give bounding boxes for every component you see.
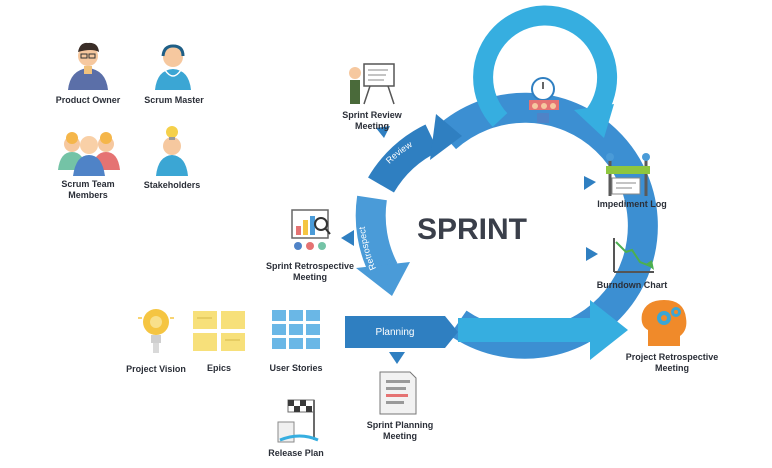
sprint-retrospective-meeting-icon [291, 209, 331, 250]
cycle-label-planning: Planning [376, 327, 415, 338]
user-stories-icon [272, 310, 320, 349]
sprint-review-meeting-icon [349, 63, 395, 105]
daily-scrum-loop [473, 5, 618, 138]
planning-bar [345, 316, 458, 348]
daily-scrum-icon [529, 77, 559, 123]
release-plan-icon [277, 399, 319, 443]
label-stakeholders: Stakeholders [143, 180, 201, 190]
sprint-planning-meeting-icon [379, 371, 417, 415]
planning-bar-shape [345, 316, 458, 348]
label-sprint-retrospective-meeting: Sprint Retrospective Meeting [265, 261, 355, 282]
retrospect-arrowhead [356, 262, 410, 296]
label-product-owner: Product Owner [55, 95, 121, 105]
label-user-stories: User Stories [269, 363, 323, 373]
burndown-chart-icon [613, 238, 654, 273]
label-scrum-master: Scrum Master [144, 95, 204, 105]
cycle-label-implementation: Implementation [548, 170, 584, 231]
ring-review-segment [368, 124, 439, 193]
cycle-label-daily-scrum: Daily Scrum [508, 47, 557, 68]
project-retrospective-meeting-icon [641, 300, 687, 346]
label-sprint-review-meeting: Sprint Review Meeting [342, 110, 402, 131]
label-project-retrospective-meeting: Project Retrospective Meeting [625, 352, 719, 373]
pointer-to-impediment-log [584, 176, 596, 190]
pointer-to-retrospective-meeting [341, 230, 354, 246]
label-epics: Epics [206, 363, 231, 373]
pointer-to-planning-meeting [389, 352, 405, 364]
stakeholders-icon [156, 126, 188, 176]
product-owner-icon [68, 42, 108, 90]
label-release-plan: Release Plan [268, 448, 324, 458]
label-burndown-chart: Burndown Chart [596, 280, 668, 290]
pointer-to-review-meeting [376, 126, 390, 138]
pointer-to-burndown-chart [586, 247, 598, 261]
sprint-title: SPRINT [417, 213, 527, 246]
review-arrowhead [430, 114, 462, 160]
ring-retrospect-segment [355, 195, 398, 277]
label-scrum-team-members: Scrum Team Members [61, 179, 115, 200]
daily-scrum-arrowhead [574, 104, 614, 138]
scrum-team-icon [58, 132, 120, 176]
project-vision-icon [138, 309, 174, 353]
epics-icon [193, 311, 245, 351]
impediment-log-icon [606, 153, 650, 196]
scrum-master-icon [155, 44, 191, 90]
project-retrospective-arrow [458, 300, 628, 360]
ring-implementation-segment [435, 92, 658, 359]
sprint-ring [355, 92, 658, 359]
label-impediment-log: Impediment Log [597, 199, 667, 209]
label-sprint-planning-meeting: Sprint Planning Meeting [366, 420, 434, 441]
label-project-vision: Project Vision [126, 364, 186, 374]
daily-scrum-arc [473, 5, 618, 127]
